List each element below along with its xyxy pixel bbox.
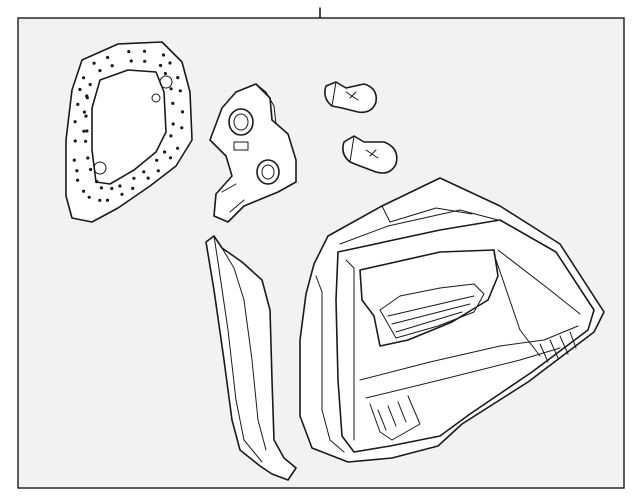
gasket-perforation-dot bbox=[169, 134, 173, 138]
gasket-perforation-dot bbox=[98, 198, 102, 202]
trim-cover bbox=[205, 235, 297, 481]
gasket-perforation-dot bbox=[180, 126, 184, 130]
gasket-perforation-dot bbox=[127, 50, 131, 54]
bulb-upper bbox=[324, 81, 378, 114]
gasket-perforation-dot bbox=[84, 139, 88, 143]
gasket-perforation-dot bbox=[180, 110, 185, 114]
gasket-perforation-dot bbox=[82, 76, 86, 80]
gasket-perforation-dot bbox=[84, 114, 88, 118]
gasket-perforation-dot bbox=[73, 139, 77, 143]
gasket-perforation-dot bbox=[118, 184, 122, 188]
gasket-perforation-dot bbox=[155, 158, 159, 162]
gasket-perforation-dot bbox=[168, 61, 172, 65]
gasket-perforation-dot bbox=[99, 186, 103, 190]
gasket-perforation-dot bbox=[176, 76, 180, 80]
gasket-perforation-dot bbox=[142, 49, 147, 53]
gasket-perforation-dot bbox=[110, 64, 114, 68]
support-bracket bbox=[209, 83, 297, 223]
gasket-perforation-dot bbox=[85, 94, 89, 98]
gasket-perforation-dot bbox=[75, 169, 79, 173]
gasket-perforation-dot bbox=[171, 101, 175, 105]
gasket-perforation-dot bbox=[89, 167, 93, 172]
tail-lamp-assembly bbox=[299, 177, 605, 463]
gasket-perforation-dot bbox=[163, 150, 167, 154]
gasket-perforation-dot bbox=[82, 129, 86, 133]
gasket-perforation-dot bbox=[76, 102, 80, 106]
gasket-perforation-dot bbox=[82, 110, 86, 114]
gasket-perforation-dot bbox=[131, 186, 135, 190]
gasket-perforation-dot bbox=[129, 59, 133, 63]
gasket-perforation-dot bbox=[156, 169, 160, 173]
mounting-gasket bbox=[65, 41, 193, 223]
gasket-perforation-dot bbox=[76, 178, 80, 182]
gasket-perforation-dot bbox=[163, 71, 167, 76]
gasket-perforation-dot bbox=[87, 195, 91, 199]
gasket-perforation-dot bbox=[72, 158, 76, 162]
gasket-perforation-dot bbox=[88, 82, 92, 87]
gasket-perforation-dot bbox=[176, 146, 180, 150]
gasket-perforation-dot bbox=[168, 156, 173, 160]
gasket-perforation-dot bbox=[169, 87, 173, 91]
gasket-perforation-dot bbox=[106, 55, 110, 60]
gasket-perforation-dot bbox=[73, 120, 77, 124]
bulb-lower bbox=[342, 135, 398, 174]
gasket-perforation-dot bbox=[95, 180, 99, 184]
gasket-perforation-dot bbox=[146, 176, 150, 180]
gasket-perforation-dot bbox=[82, 189, 86, 193]
gasket-perforation-dot bbox=[86, 156, 90, 160]
gasket-perforation-dot bbox=[85, 129, 89, 133]
gasket-perforation-dot bbox=[110, 186, 114, 191]
gasket-perforation-dot bbox=[178, 89, 182, 93]
gasket-perforation-dot bbox=[143, 59, 147, 63]
gasket-perforation-dot bbox=[132, 176, 136, 180]
gasket-perforation-dot bbox=[92, 61, 96, 65]
gasket-perforation-dot bbox=[142, 170, 146, 174]
gasket-perforation-dot bbox=[78, 87, 82, 92]
gasket-perforation-dot bbox=[158, 63, 163, 68]
gasket-perforation-dot bbox=[105, 198, 110, 202]
gasket-perforation-dot bbox=[120, 192, 124, 196]
gasket-perforation-dot bbox=[171, 122, 175, 126]
gasket-perforation-dot bbox=[161, 53, 166, 57]
gasket-perforation-dot bbox=[98, 69, 102, 73]
